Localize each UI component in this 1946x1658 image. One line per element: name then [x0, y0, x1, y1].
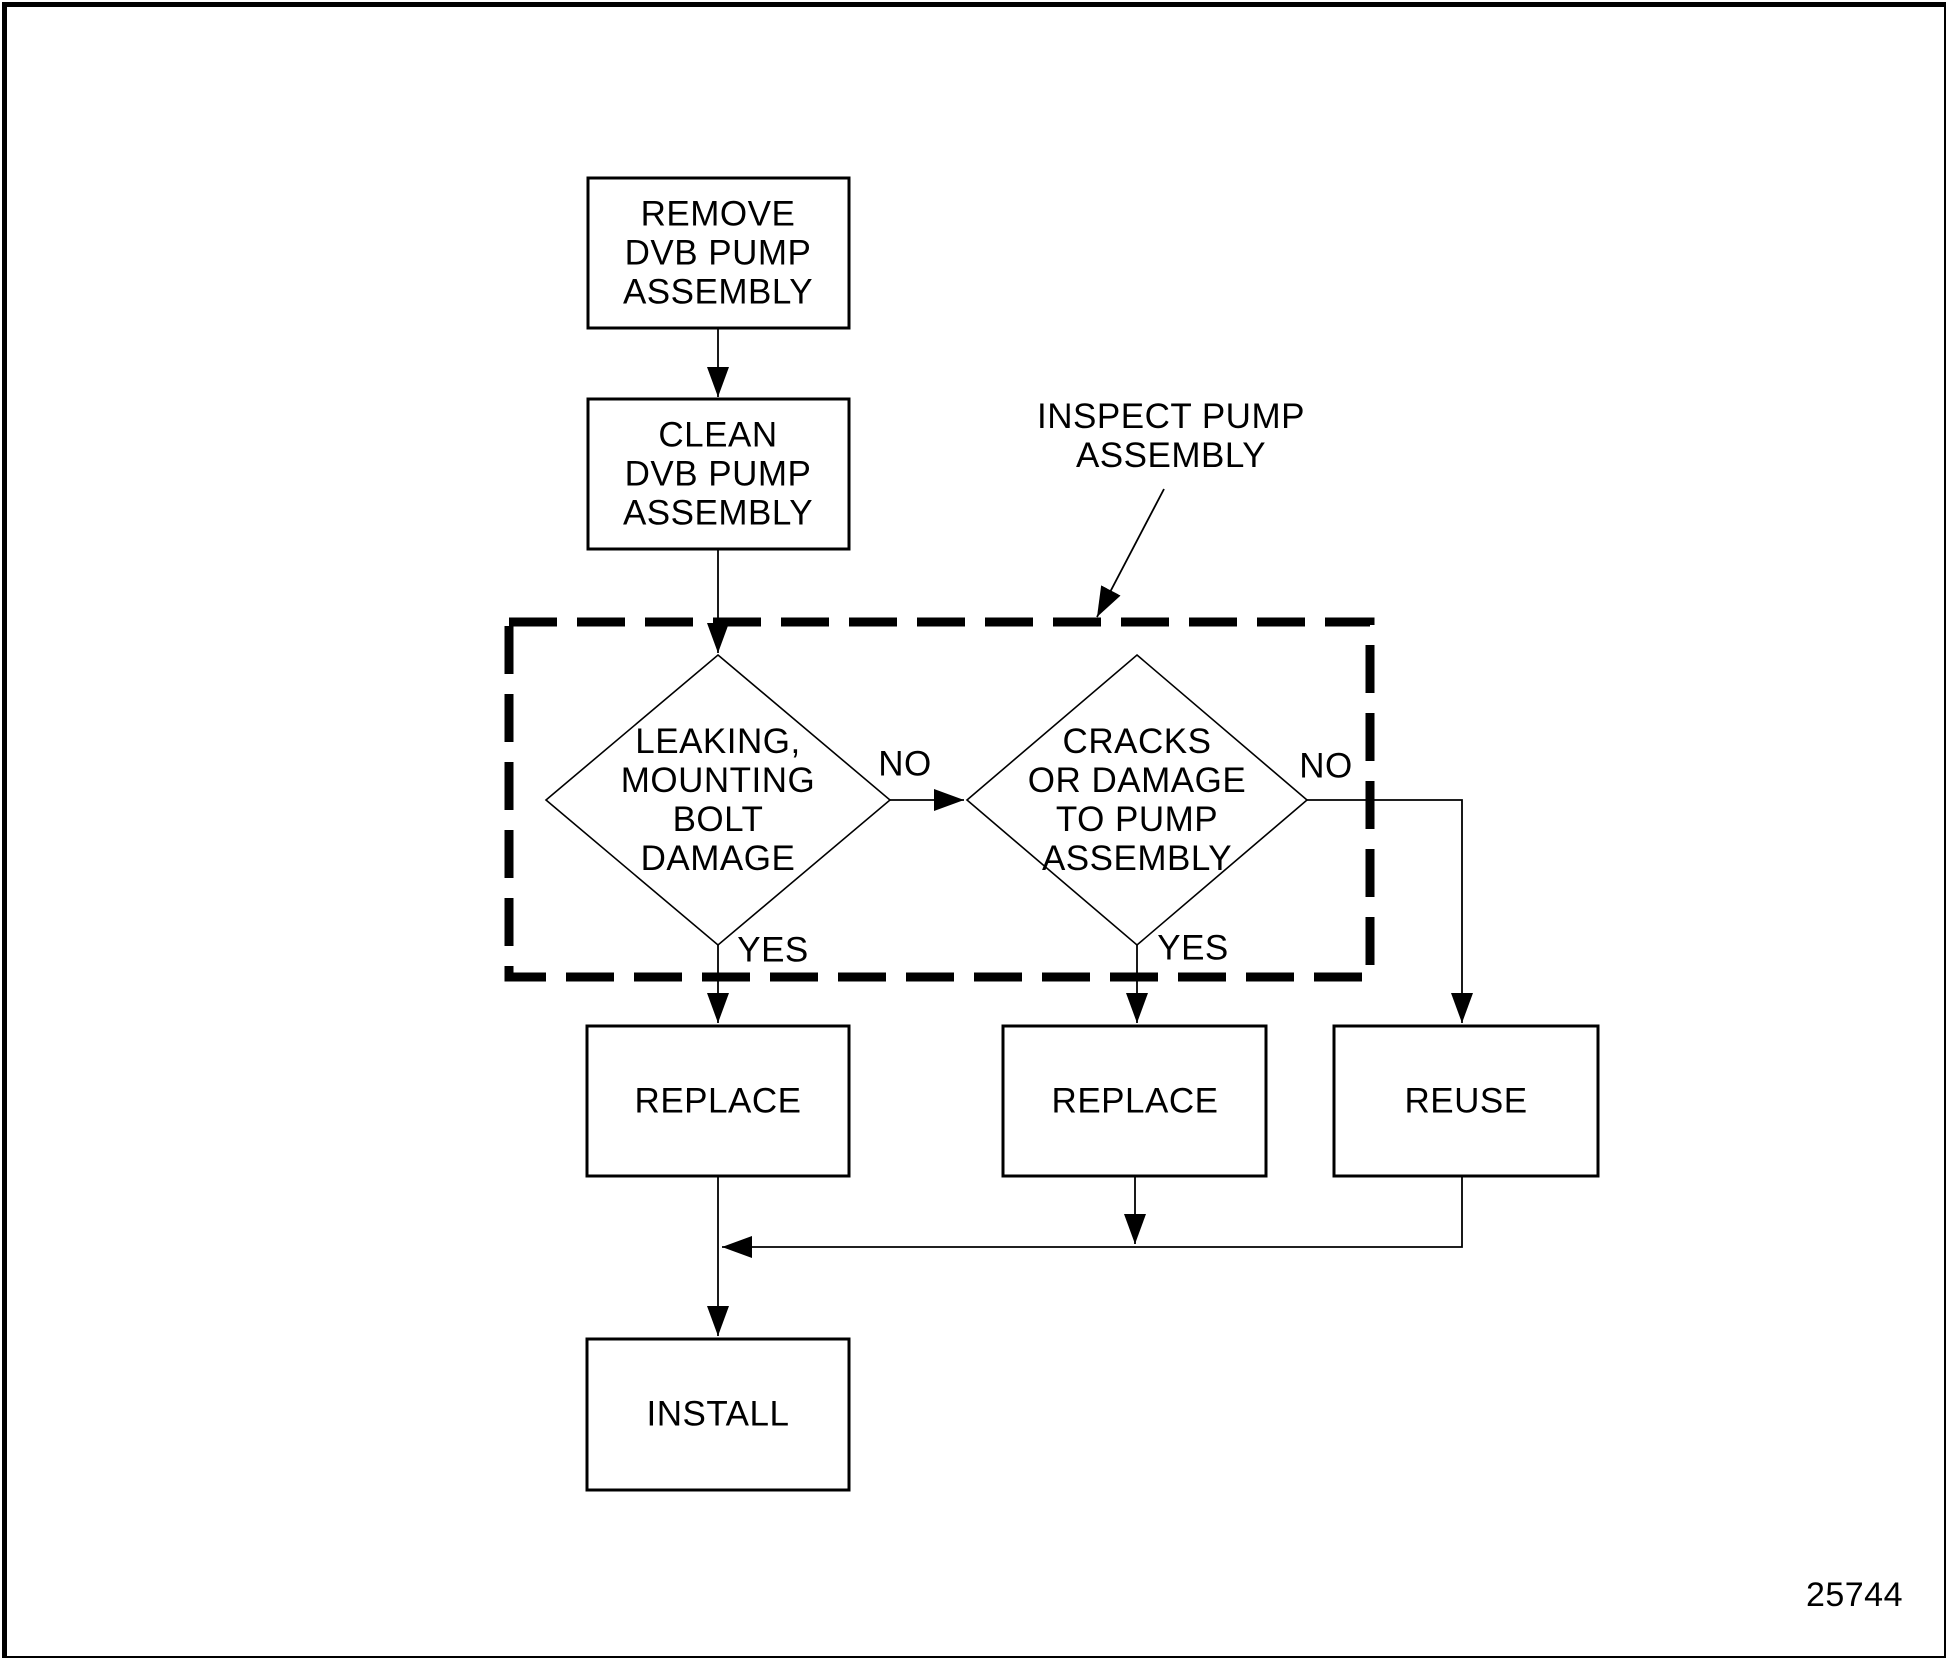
remove-step-label: REMOVE DVB PUMP ASSEMBLY — [622, 194, 814, 312]
inspect-note-label: INSPECT PUMP ASSEMBLY — [1037, 397, 1305, 475]
install-label: INSTALL — [646, 1394, 790, 1434]
leaking-decision-label: LEAKING, MOUNTING BOLT DAMAGE — [620, 722, 816, 878]
merge-line-reuse-to-install — [722, 1176, 1463, 1258]
remove-box — [586, 176, 851, 330]
reuse-box — [1332, 1024, 1600, 1178]
replace-middle-box — [1001, 1024, 1268, 1178]
yes-label-leaking: YES — [737, 930, 809, 970]
no-label-cracks: NO — [1299, 746, 1353, 786]
replace-left-box — [585, 1024, 851, 1178]
reuse-label: REUSE — [1404, 1081, 1528, 1121]
no-label-leaking: NO — [878, 744, 932, 784]
arrow-cracks-no-to-reuse — [1307, 799, 1473, 1023]
figure-number: 25744 — [1805, 1576, 1903, 1614]
replace-middle-label: REPLACE — [1051, 1081, 1219, 1121]
inspect-note-leader-arrow — [1096, 488, 1165, 618]
yes-label-cracks: YES — [1157, 928, 1229, 968]
clean-step-label: CLEAN DVB PUMP ASSEMBLY — [622, 415, 814, 533]
replace-left-label: REPLACE — [634, 1081, 802, 1121]
install-box — [585, 1337, 851, 1492]
cracks-decision-label: CRACKS OR DAMAGE TO PUMP ASSEMBLY — [1027, 722, 1247, 878]
